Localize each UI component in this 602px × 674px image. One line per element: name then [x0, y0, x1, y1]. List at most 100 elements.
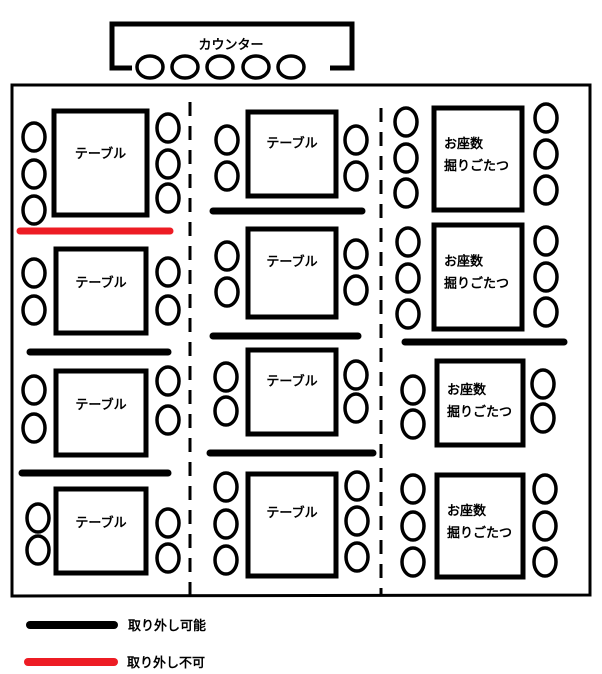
- table-label: テーブル: [266, 254, 317, 270]
- zashiki-table: [431, 222, 525, 332]
- seat: [155, 182, 181, 214]
- counter-seats: [135, 54, 306, 80]
- table-group: テーブル: [21, 108, 181, 226]
- seat: [343, 124, 369, 156]
- table-group: テーブル: [213, 470, 370, 579]
- zashiki-table: [434, 472, 526, 580]
- table: [51, 108, 150, 218]
- zashiki-table: [434, 358, 526, 448]
- legend: 取り外し可能 取り外し不可: [24, 618, 206, 671]
- seat: [343, 359, 369, 391]
- seat: [395, 262, 421, 294]
- seat: [530, 368, 556, 400]
- table-label: テーブル: [75, 515, 126, 531]
- seat: [155, 112, 181, 144]
- seat: [532, 510, 558, 542]
- seat: [213, 508, 239, 540]
- seat: [533, 138, 559, 170]
- seat: [343, 238, 369, 270]
- seat: [533, 174, 559, 206]
- seat: [344, 505, 370, 537]
- room-outline: [10, 83, 592, 598]
- counter-seat: [205, 54, 235, 80]
- seat: [21, 374, 47, 406]
- table-group: テーブル: [213, 347, 369, 437]
- table-group: テーブル: [21, 246, 181, 336]
- seat: [400, 374, 426, 406]
- seat: [400, 473, 426, 505]
- seat: [400, 510, 426, 542]
- seat: [25, 534, 51, 566]
- counter: カウンター: [109, 21, 355, 80]
- table-label: テーブル: [266, 135, 317, 151]
- seat: [395, 226, 421, 258]
- seat: [213, 544, 239, 576]
- table-label: テーブル: [266, 505, 317, 521]
- seat: [395, 298, 421, 330]
- table-group: テーブル: [21, 365, 181, 458]
- table: [53, 486, 149, 576]
- seat: [393, 106, 419, 138]
- tables: テーブルテーブルテーブルテーブルテーブルテーブルテーブルテーブルお座数掘りごたつ…: [21, 102, 559, 580]
- counter-seat: [170, 54, 200, 80]
- table-label: テーブル: [75, 146, 126, 162]
- seat: [393, 142, 419, 174]
- counter-seat: [276, 54, 306, 80]
- table-group: テーブル: [214, 226, 369, 320]
- seat: [400, 546, 426, 578]
- seat: [155, 294, 181, 326]
- legend-removable-label: 取り外し可能: [128, 618, 206, 634]
- zashiki-label-line2: 掘りごたつ: [447, 404, 512, 420]
- table: [53, 246, 149, 336]
- seat: [343, 392, 369, 424]
- seat: [393, 177, 419, 209]
- seat: [344, 470, 370, 502]
- seat: [214, 124, 240, 156]
- table-label: テーブル: [266, 373, 317, 389]
- seat: [400, 408, 426, 440]
- seat: [155, 365, 181, 397]
- seat: [155, 404, 181, 436]
- seat: [21, 257, 47, 289]
- seat: [21, 158, 47, 190]
- seat: [533, 225, 559, 257]
- seat: [533, 261, 559, 293]
- seat: [214, 276, 240, 308]
- legend-fixed-label: 取り外し不可: [127, 655, 205, 671]
- seat: [21, 194, 47, 226]
- table: [245, 226, 339, 320]
- seat: [25, 502, 51, 534]
- counter-seat: [241, 54, 271, 80]
- counter-label: カウンター: [198, 38, 263, 53]
- zashiki-label-line1: お座数: [444, 254, 484, 270]
- zashiki-label-line2: 掘りごたつ: [444, 276, 509, 292]
- seat: [530, 402, 556, 434]
- seat: [532, 473, 558, 505]
- seat: [21, 294, 47, 326]
- seat: [214, 160, 240, 192]
- seat: [214, 240, 240, 272]
- table-label: テーブル: [75, 275, 126, 291]
- seat: [343, 274, 369, 306]
- seat: [213, 361, 239, 393]
- seat: [21, 412, 47, 444]
- seat: [155, 542, 181, 574]
- seat: [21, 121, 47, 153]
- zashiki-table: [431, 105, 525, 213]
- seat: [155, 256, 181, 288]
- seat: [343, 160, 369, 192]
- table: [245, 347, 339, 437]
- seat: [533, 296, 559, 328]
- partitions: [16, 207, 568, 477]
- counter-seat: [135, 54, 165, 80]
- zashiki-label-line2: 掘りごたつ: [447, 525, 512, 541]
- seat: [213, 395, 239, 427]
- seat: [533, 102, 559, 134]
- table: [53, 368, 149, 458]
- seat: [155, 507, 181, 539]
